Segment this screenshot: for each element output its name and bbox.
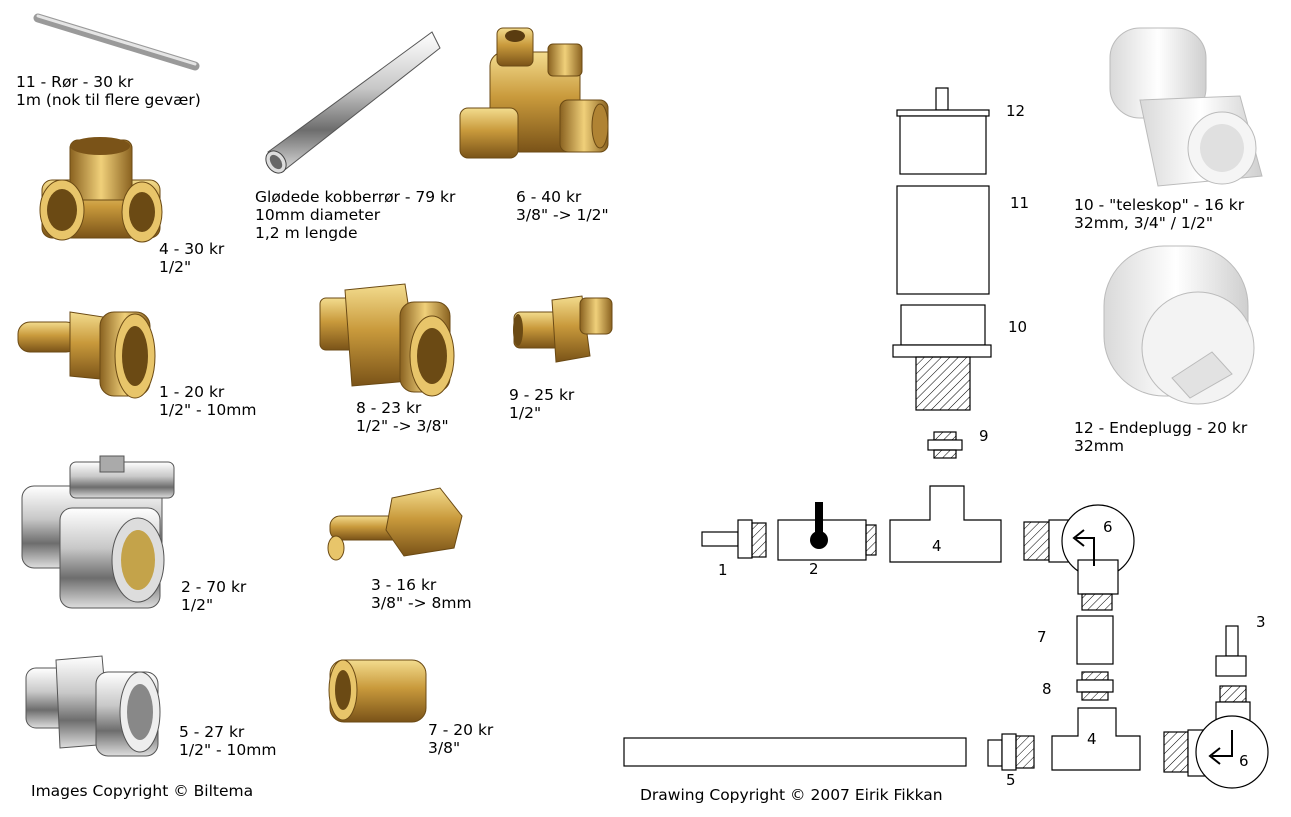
label-10: 10	[1008, 318, 1028, 336]
caption-coupler-line2: 3/8"	[428, 739, 461, 757]
label-8: 8	[1042, 680, 1052, 698]
caption-rod-line2: 1m (nok til flere gevær)	[16, 91, 201, 109]
caption-check-valve-line1: 6 - 40 kr	[516, 188, 582, 206]
caption-tee: 4 - 30 kr 1/2"	[159, 240, 224, 276]
caption-hose-barb-line2: 1/2" - 10mm	[159, 401, 257, 419]
telescope-pvc-photo	[1109, 27, 1263, 187]
caption-reducing-nipple: 8 - 23 kr 1/2" -> 3/8"	[356, 399, 449, 435]
drawing-part-12	[935, 87, 949, 111]
hose-barb-photo	[17, 311, 156, 399]
caption-reducing-nipple-line1: 8 - 23 kr	[356, 399, 422, 417]
caption-compression-line1: 5 - 27 kr	[179, 723, 245, 741]
caption-hose-tail-line2: 3/8" -> 8mm	[371, 594, 472, 612]
label-9: 9	[979, 427, 989, 445]
caption-coupler-line1: 7 - 20 kr	[428, 721, 494, 739]
label-7: 7	[1037, 628, 1047, 646]
drawing-part-10	[900, 304, 986, 346]
caption-rod-line1: 11 - Rør - 30 kr	[16, 73, 134, 91]
caption-hose-barb-line1: 1 - 20 kr	[159, 383, 225, 401]
drawing-part-3	[1225, 625, 1239, 657]
drawing-part-1	[701, 531, 739, 547]
label-3: 3	[1256, 613, 1266, 631]
drawing-part-long-pipe	[623, 737, 967, 767]
coupler-photo	[328, 659, 427, 723]
caption-telescope-line2: 32mm, 3/4" / 1/2"	[1074, 214, 1214, 232]
drawing-part-11	[896, 185, 990, 295]
label-2: 2	[809, 560, 819, 578]
caption-tee-line2: 1/2"	[159, 258, 192, 276]
caption-telescope: 10 - "teleskop" - 16 kr 32mm, 3/4" / 1/2…	[1074, 196, 1244, 232]
hex-nipple-photo	[513, 295, 613, 363]
label-5: 5	[1006, 771, 1016, 789]
rod-photo	[33, 13, 200, 71]
ball-valve-photo	[21, 455, 175, 609]
caption-hose-barb: 1 - 20 kr 1/2" - 10mm	[159, 383, 256, 419]
caption-ball-valve: 2 - 70 kr 1/2"	[181, 578, 246, 614]
caption-hose-tail: 3 - 16 kr 3/8" -> 8mm	[371, 576, 472, 612]
drawing-part-4a	[889, 485, 1002, 563]
caption-hex-nipple: 9 - 25 kr 1/2"	[509, 386, 574, 422]
caption-hex-nipple-line1: 9 - 25 kr	[509, 386, 575, 404]
check-valve-photo	[459, 27, 609, 159]
label-1: 1	[718, 561, 728, 579]
label-12: 12	[1006, 102, 1026, 120]
drawing-part-6a	[1023, 521, 1050, 561]
label-11: 11	[1010, 194, 1030, 212]
caption-end-plug-line2: 32mm	[1074, 437, 1124, 455]
caption-copper-line2: 10mm diameter	[255, 206, 381, 224]
caption-tee-line1: 4 - 30 kr	[159, 240, 225, 258]
caption-ball-valve-line1: 2 - 70 kr	[181, 578, 247, 596]
label-6-bottom: 6	[1239, 752, 1249, 770]
drawing-copyright: Drawing Copyright © 2007 Eirik Fikkan	[640, 786, 943, 804]
caption-reducing-nipple-line2: 1/2" -> 3/8"	[356, 417, 449, 435]
caption-compression-line2: 1/2" - 10mm	[179, 741, 277, 759]
caption-check-valve: 6 - 40 kr 3/8" -> 1/2"	[516, 188, 609, 224]
caption-end-plug: 12 - Endeplugg - 20 kr 32mm	[1074, 419, 1247, 455]
drawing-part-6b	[1163, 731, 1189, 773]
drawing-part-8	[1081, 671, 1109, 681]
caption-copper: Glødede kobberrør - 79 kr 10mm diameter …	[255, 188, 455, 242]
caption-copper-line1: Glødede kobberrør - 79 kr	[255, 188, 456, 206]
label-4-top: 4	[932, 537, 942, 555]
caption-coupler: 7 - 20 kr 3/8"	[428, 721, 493, 757]
caption-check-valve-line2: 3/8" -> 1/2"	[516, 206, 609, 224]
compression-fitting-photo	[25, 655, 161, 757]
caption-ball-valve-line2: 1/2"	[181, 596, 214, 614]
hose-tail-photo	[327, 487, 463, 561]
drawing-part-4b	[1051, 707, 1141, 771]
caption-telescope-line1: 10 - "teleskop" - 16 kr	[1074, 196, 1245, 214]
caption-compression: 5 - 27 kr 1/2" - 10mm	[179, 723, 276, 759]
drawing-part-5	[987, 739, 1003, 767]
caption-hex-nipple-line2: 1/2"	[509, 404, 542, 422]
end-plug-pvc-photo	[1103, 245, 1255, 405]
reducing-nipple-photo	[319, 283, 455, 397]
caption-rod: 11 - Rør - 30 kr 1m (nok til flere gevær…	[16, 73, 201, 109]
tee-photo	[39, 137, 163, 243]
drawing-part-9	[933, 431, 957, 441]
caption-copper-line3: 1,2 m lengde	[255, 224, 358, 242]
drawing-part-7	[1076, 615, 1114, 665]
caption-hose-tail-line1: 3 - 16 kr	[371, 576, 437, 594]
label-6-top: 6	[1103, 518, 1113, 536]
images-copyright: Images Copyright © Biltema	[31, 782, 254, 800]
label-4-bottom: 4	[1087, 730, 1097, 748]
caption-end-plug-line1: 12 - Endeplugg - 20 kr	[1074, 419, 1248, 437]
copper-tube-photo	[265, 31, 441, 174]
